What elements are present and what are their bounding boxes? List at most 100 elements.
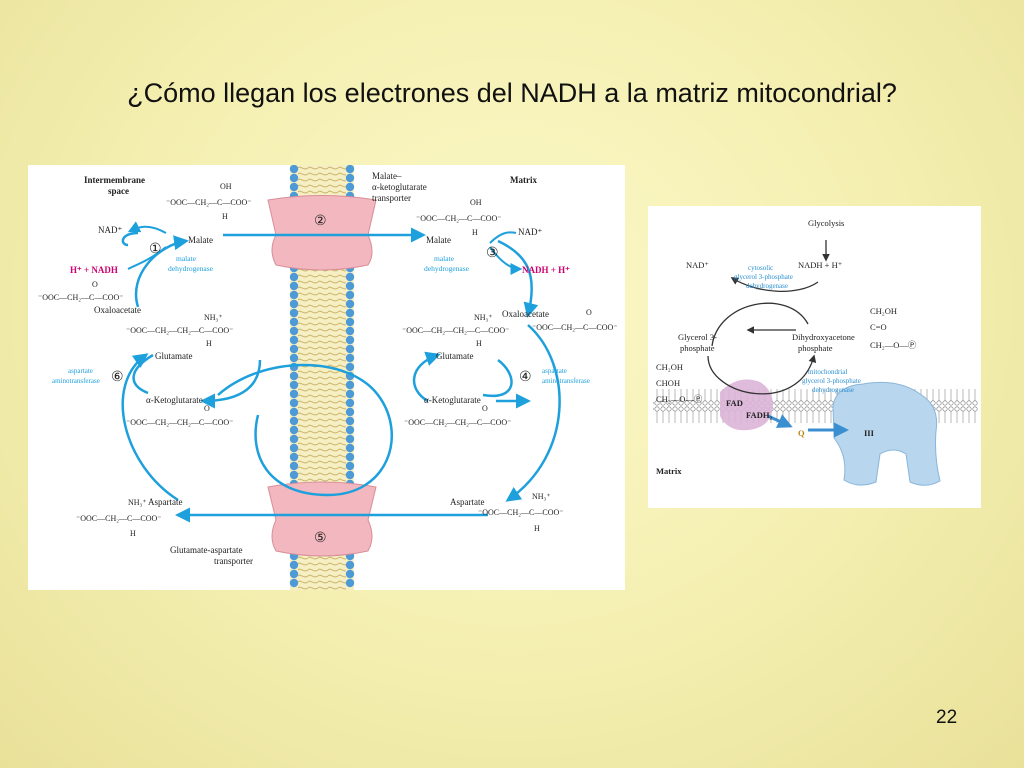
right-aminotransferase-2: aminotransferase xyxy=(542,377,590,385)
lipid-head xyxy=(289,569,299,579)
lipid-head xyxy=(345,173,355,183)
mito-enzyme-label: mitochondrial xyxy=(808,368,847,376)
lipid-head xyxy=(345,290,355,300)
g3p-formula-2: CHOH xyxy=(656,378,680,388)
left-oxaloacetate: Oxaloacetate xyxy=(94,305,141,315)
lipid-head xyxy=(345,353,355,363)
malate-aspartate-shuttle-diagram: ① ② ③ ④ ⑤ ⑥ Intermembrane space Matrix M… xyxy=(28,164,625,590)
right-nad-plus: NAD⁺ xyxy=(518,227,542,237)
g3p-label: Glycerol 3- xyxy=(678,332,717,342)
right-ketoglutarate: α-Ketoglutarate xyxy=(424,395,481,405)
right-oaa-o: O xyxy=(586,308,592,317)
right-glu-formula: ⁻OOC—CH₂—CH₂—C—COO⁻ xyxy=(402,326,509,335)
lipid-head xyxy=(345,434,355,444)
right-malate: Malate xyxy=(426,235,451,245)
right-akg-formula: ⁻OOC—CH₂—CH₂—C—COO⁻ xyxy=(404,418,511,427)
lipid-head xyxy=(289,308,299,318)
electron-arrows xyxy=(767,414,849,438)
right-malate-dh-2: dehydrogenase xyxy=(424,264,470,273)
lipid-head xyxy=(289,407,299,417)
lipid-head xyxy=(289,173,299,183)
lipid-head xyxy=(345,407,355,417)
right-malate-dh: malate xyxy=(434,254,455,263)
lipid-head xyxy=(289,164,299,174)
left-oh: OH xyxy=(220,182,232,191)
left-malate-dh: malate xyxy=(176,254,197,263)
complex-iii-label: III xyxy=(864,428,875,438)
lipid-head xyxy=(289,272,299,282)
right-akg-o: O xyxy=(482,404,488,413)
right-aminotransferase: aspartate xyxy=(542,367,567,375)
left-aspartate: Aspartate xyxy=(148,497,182,507)
slide-title: ¿Cómo llegan los electrones del NADH a l… xyxy=(127,78,897,108)
lipid-head xyxy=(345,389,355,399)
right-asp-h: H xyxy=(534,524,540,533)
step-3: ③ xyxy=(486,246,499,261)
dhap-formula-1: CH₂OH xyxy=(870,306,897,316)
lipid-head xyxy=(345,560,355,570)
lipid-head xyxy=(289,290,299,300)
lipid-head xyxy=(345,362,355,372)
lipid-head xyxy=(289,281,299,291)
lipid-head xyxy=(345,344,355,354)
left-oaa-o: O xyxy=(92,280,98,289)
lipid-head xyxy=(345,470,355,480)
lipid-head xyxy=(289,371,299,381)
lipid-head xyxy=(289,299,299,309)
step-5: ⑤ xyxy=(314,531,327,546)
lipid-head xyxy=(345,164,355,174)
malate-ketoglutarate-transporter xyxy=(267,195,377,271)
lipid-head xyxy=(345,443,355,453)
lipid-head xyxy=(345,461,355,471)
left-akg-o: O xyxy=(204,404,210,413)
nadh-label: NADH + H⁺ xyxy=(798,260,843,270)
lipid-head xyxy=(345,326,355,336)
lipid-head xyxy=(345,182,355,192)
lipid-head xyxy=(345,281,355,291)
right-asp-nh3: NH₃⁺ xyxy=(532,492,551,501)
lipid-head xyxy=(289,335,299,345)
left-asp-nh3: NH₃⁺ xyxy=(128,498,147,507)
lipid-head xyxy=(345,416,355,426)
right-nadh-h: NADH + H⁺ xyxy=(522,265,570,275)
left-oaa-formula: ⁻OOC—CH₂—C—COO⁻ xyxy=(38,293,123,302)
nad-loops xyxy=(127,221,523,275)
lipid-head xyxy=(289,380,299,390)
right-oh: OH xyxy=(470,198,482,207)
lipid-head xyxy=(289,398,299,408)
left-h-nadh: H⁺ + NADH xyxy=(70,265,118,275)
lipid-head xyxy=(289,317,299,327)
dhap-label: Dihydroxyacetone xyxy=(792,332,855,342)
left-glu-h: H xyxy=(206,339,212,348)
right-oxaloacetate: Oxaloacetate xyxy=(502,309,549,319)
lipid-head xyxy=(289,560,299,570)
transporter-2-label: Glutamate-aspartate xyxy=(170,545,242,555)
cyto-enzyme-label-2: glycerol 3-phosphate xyxy=(734,273,793,281)
page-number: 22 xyxy=(936,707,958,728)
dhap-formula-3: CH₂—O—Ⓟ xyxy=(870,340,917,350)
left-akg-formula: ⁻OOC—CH₂—CH₂—C—COO⁻ xyxy=(126,418,233,427)
lipid-head xyxy=(289,326,299,336)
lipid-head xyxy=(289,452,299,462)
lipid-head xyxy=(289,425,299,435)
cycle-arrows xyxy=(707,240,830,395)
left-glutamate: Glutamate xyxy=(155,351,193,361)
lipid-head xyxy=(289,182,299,192)
left-aminotransferase: aspartate xyxy=(68,367,93,375)
lipid-head xyxy=(289,434,299,444)
glycolysis-label: Glycolysis xyxy=(808,218,844,228)
right-glu-nh3: NH₃⁺ xyxy=(474,313,493,322)
lipid-head xyxy=(289,470,299,480)
right-asp-formula: ⁻OOC—CH₂—C—COO⁻ xyxy=(478,508,563,517)
left-aminotransferase-2: aminotransferase xyxy=(52,377,100,385)
left-glu-formula: ⁻OOC—CH₂—CH₂—C—COO⁻ xyxy=(126,326,233,335)
nad-plus-label: NAD⁺ xyxy=(686,260,709,270)
right-malate-h: H xyxy=(472,228,478,237)
transporter-2-label-2: transporter xyxy=(214,556,253,566)
step-2: ② xyxy=(314,214,327,229)
cyto-enzyme-label: cytosolic xyxy=(748,264,773,272)
transporter-1-label: Malate– xyxy=(372,171,402,181)
step-4: ④ xyxy=(519,370,532,385)
matrix-label: Matrix xyxy=(510,175,537,185)
left-glu-nh3: NH₃⁺ xyxy=(204,313,223,322)
